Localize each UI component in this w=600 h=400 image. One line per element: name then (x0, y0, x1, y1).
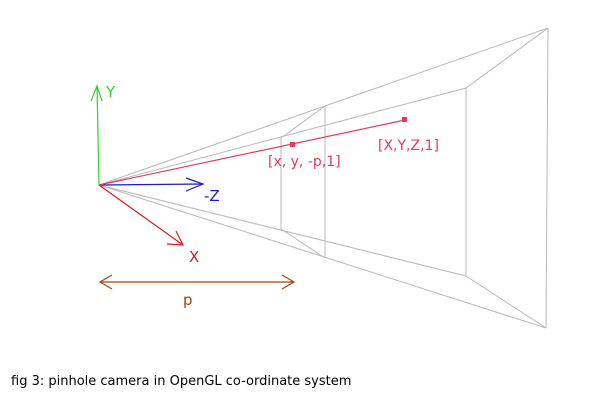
z-axis-label: -Z (204, 187, 220, 205)
focal-length-label: p (183, 291, 193, 309)
x-axis-label: X (189, 248, 199, 266)
z-axis (98, 177, 205, 192)
figure-caption: fig 3: pinhole camera in OpenGL co-ordin… (11, 374, 352, 389)
focal-length-arrow (98, 274, 296, 290)
far-plane (465, 27, 549, 329)
y-axis-label: Y (105, 83, 116, 101)
image-point-label: [x, y, -p,1] (268, 154, 341, 170)
projection-ray (98, 119, 406, 186)
frustum (98, 27, 549, 329)
image-point-marker (290, 142, 295, 147)
image-plane (280, 105, 326, 259)
x-axis (98, 184, 185, 246)
y-axis (90, 84, 103, 186)
world-point-label: [X,Y,Z,1] (378, 138, 439, 154)
world-point-marker (402, 117, 407, 122)
